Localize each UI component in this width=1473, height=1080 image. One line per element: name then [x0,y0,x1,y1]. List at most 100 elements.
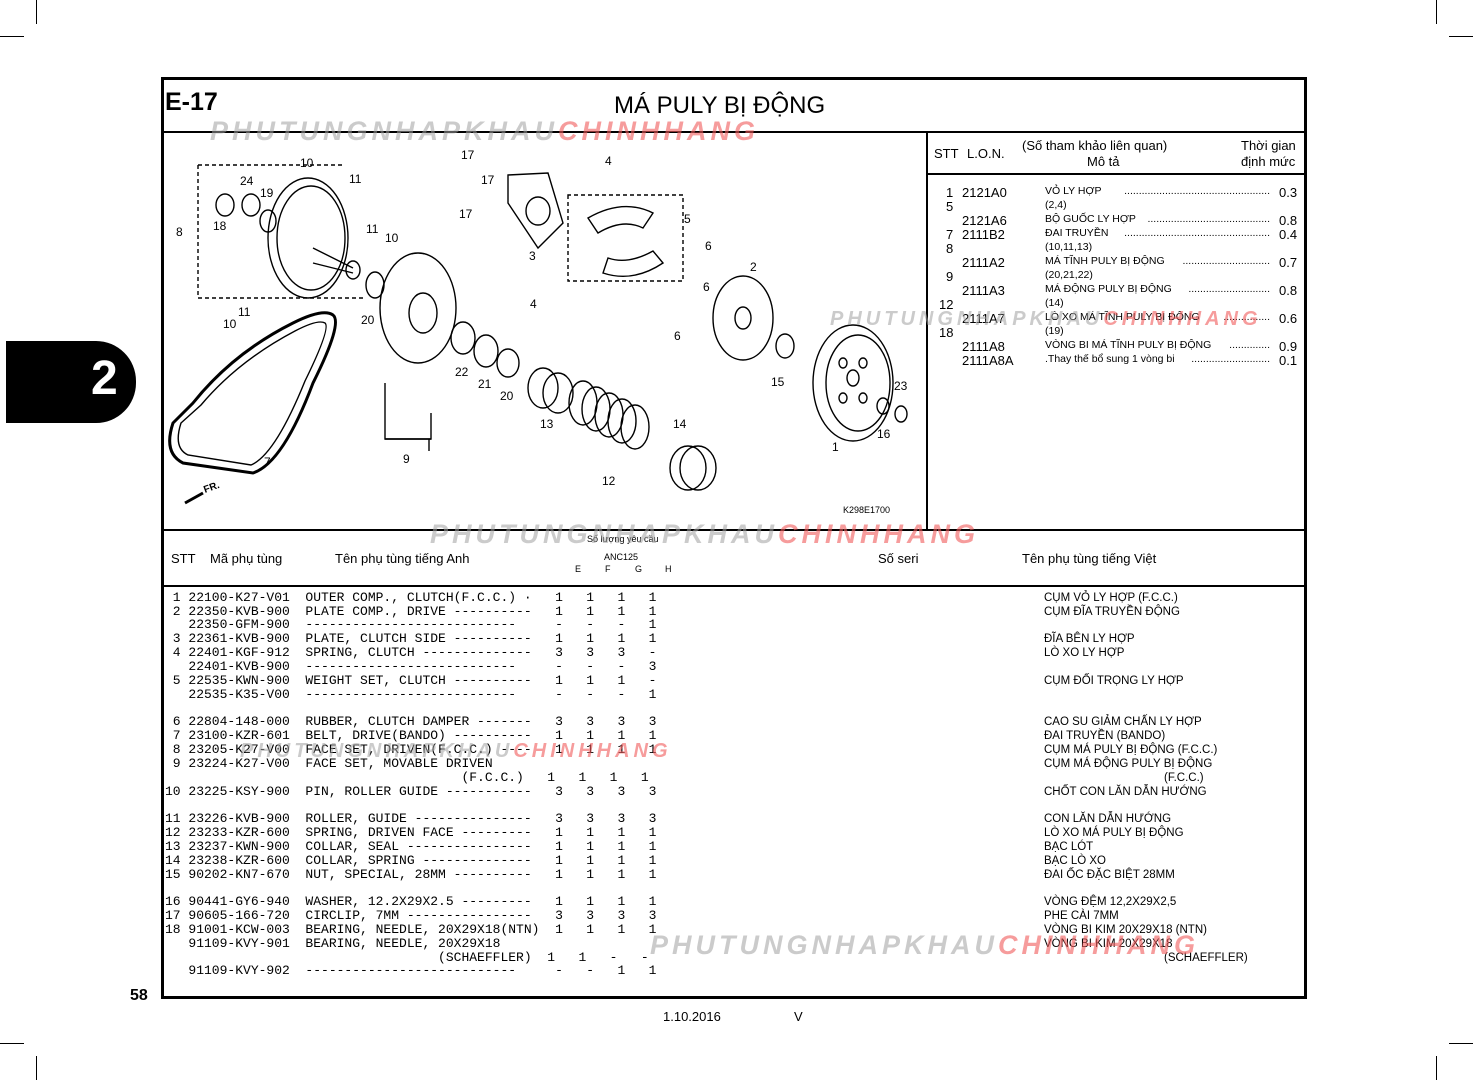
vietnamese-part-name: VÒNG BI KIM 20X29X18 (NTN) [1044,924,1207,936]
parts-table-row: 5 22535-KWN-900 WEIGHT SET, CLUTCH -----… [165,673,657,688]
lon-row-code: 2111A7 [962,311,1005,326]
callout-17: 17 [459,207,473,221]
vietnamese-part-name: ĐĨA BÊN LY HỢP [1044,633,1135,645]
parts-header-col-e: E [575,564,582,574]
parts-header-code: Mã phụ tùng [210,551,283,566]
parts-table-row: 17 90605-166-720 CIRCLIP, 7MM ----------… [165,908,657,923]
callout-3: 3 [529,249,536,263]
callout-10: 10 [223,317,237,331]
callout-4: 4 [530,297,537,311]
footer-date: 1.10.2016 [663,1009,721,1024]
watermark-red: CHINHHANG [513,740,672,762]
watermark-gray: PHUTUNGNHAPKHAU [650,930,998,960]
parts-header-name-en: Tên phụ tùng tiếng Anh [335,551,470,566]
callout-6: 6 [705,239,712,253]
crop-mark [1436,1056,1437,1080]
lon-row-time: 0.1 [1279,353,1298,368]
lon-row-leader-dots: ........................................… [1124,227,1270,239]
lon-row-ref: (2,4) [1045,199,1067,211]
lon-row-code: 2111A8 [962,339,1005,354]
crop-mark [1436,0,1437,24]
callout-13: 13 [540,417,554,431]
lon-row-desc: ĐAI TRUYỀN [1045,227,1109,239]
watermark-gray: PHUTUNGNHAPKHAU [210,116,558,146]
footer-version: V [794,1009,803,1024]
callout-16: 16 [877,427,891,441]
parts-table-row: 9 23224-K27-V00 FACE SET, MOVABLE DRIVEN [165,756,493,771]
vietnamese-part-name: ĐAI TRUYỀN (BANDO) [1044,730,1166,742]
lon-row-code: 2121A0 [962,185,1007,200]
parts-table-row: 4 22401-KGF-912 SPRING, CLUTCH ---------… [165,645,657,660]
watermark: PHUTUNGNHAPKHAUCHINHHANG [210,116,759,147]
parts-table-row: 7 23100-KZR-601 BELT, DRIVE(BANDO) -----… [165,728,657,743]
crop-mark [0,1043,24,1044]
lon-row-leader-dots: .............. [1229,339,1270,351]
lon-row-desc: VỎ LY HỢP [1045,185,1102,197]
lon-header-ref: (Số tham khảo liên quan) [1022,138,1168,153]
crop-mark [1449,1043,1473,1044]
parts-table-row: 6 22804-148-000 RUBBER, CLUTCH DAMPER --… [165,714,657,729]
parts-header-stt: STT [171,551,196,566]
watermark-gray: PHUTUNGNHAPKHAU [430,519,778,549]
page-title: MÁ PULY BỊ ĐỘNG [614,92,826,119]
vietnamese-part-name: CỤM VỎ LY HỢP (F.C.C.) [1044,592,1178,604]
vietnamese-part-name: (F.C.C.) [1164,772,1204,784]
parts-table-row: 13 23237-KWN-900 COLLAR, SEAL ----------… [165,839,657,854]
parts-table-row: 15 90202-KN7-670 NUT, SPECIAL, 28MM ----… [165,867,657,882]
callout-5: 5 [684,212,691,226]
parts-table-row: (F.C.C.) 1 1 1 1 [165,770,649,785]
front-arrow-label: FR. [202,480,221,496]
callout-10: 10 [385,231,399,245]
parts-header-qty-title: Số lượng yêu cầu [587,534,659,544]
callout-12: 12 [602,474,616,488]
vietnamese-part-name: VÒNG BI KIM 20X29X18 [1044,938,1173,950]
lon-row-ref: (10,11,13) [1045,241,1093,253]
crop-mark [1449,36,1473,37]
section-code: E-17 [165,88,218,116]
watermark: PHUTUNGNHAPKHAUCHINHHANG [650,930,1199,961]
parts-table-row: 8 23205-K27-V00 FACE SET, DRIVEN(F.C.C.)… [165,742,657,757]
parts-table-row: 12 23233-KZR-600 SPRING, DRIVEN FACE ---… [165,825,657,840]
vietnamese-part-name: CỤM MÁ ĐỘNG PULY BỊ ĐỘNG [1044,758,1213,770]
lon-row-desc: MÁ ĐỘNG PULY BỊ ĐỘNG [1045,283,1172,295]
callout-24: 24 [240,174,254,188]
diagram-divider [926,131,928,530]
callout-11: 11 [366,222,379,236]
lon-row-desc: VÒNG BI MÁ TĨNH PULY BỊ ĐỘNG [1045,339,1212,351]
lon-header-stt: STT [934,146,959,161]
parts-table-row: (SCHAEFFLER) 1 1 - - [165,950,649,965]
lon-row-time: 0.8 [1279,213,1298,228]
callout-20: 20 [361,313,375,327]
lon-row-leader-dots: ........................................… [1124,185,1270,197]
chapter-tab: 2 [6,341,136,423]
parts-table-row: 22401-KVB-900 --------------------------… [165,659,657,674]
lon-row-stt: 1 [946,185,954,200]
callout-17: 17 [461,148,475,162]
parts-header-serial: Số seri [878,551,919,566]
parts-table-row: 14 23238-KZR-600 COLLAR, SPRING --------… [165,853,657,868]
lon-row-stt: 8 [946,241,954,256]
watermark-red: CHINHHANG [778,519,979,549]
parts-table-row: 1 22100-K27-V01 OUTER COMP., CLUTCH(F.C.… [165,590,657,605]
watermark: PHUTUNGNHAPKHAUCHINHHANG [830,308,1262,331]
parts-table-row: 18 91001-KCW-003 BEARING, NEEDLE, 20X29X… [165,922,657,937]
callout-18: 18 [213,219,227,233]
vietnamese-part-name: CHỐT CON LĂN DẪN HƯỚNG [1044,786,1207,798]
parts-table-row: 2 22350-KVB-900 PLATE COMP., DRIVE -----… [165,604,657,619]
diagram-code: K298E1700 [843,505,890,515]
callout-9: 9 [403,452,410,466]
parts-table-row: 16 90441-GY6-940 WASHER, 12.2X29X2.5 ---… [165,894,657,909]
callout-10: 10 [300,156,314,170]
lon-row-time: 0.4 [1279,227,1298,242]
callout-2: 2 [750,260,757,274]
parts-table-row: 22350-GFM-900 --------------------------… [165,617,657,632]
lon-row-stt: 9 [946,269,954,284]
callout-11: 11 [238,305,251,319]
vietnamese-part-name: ĐAI ỐC ĐẶC BIỆT 28MM [1044,869,1175,881]
parts-table-row: 3 22361-KVB-900 PLATE, CLUTCH SIDE -----… [165,631,657,646]
lon-row-code: 2111A8A [962,353,1014,368]
lon-row-stt: 7 [946,227,954,242]
lon-header-time1: Thời gian [1241,138,1296,153]
callout-6: 6 [703,280,710,294]
parts-table-row: 91109-KVY-902 --------------------------… [165,963,657,978]
